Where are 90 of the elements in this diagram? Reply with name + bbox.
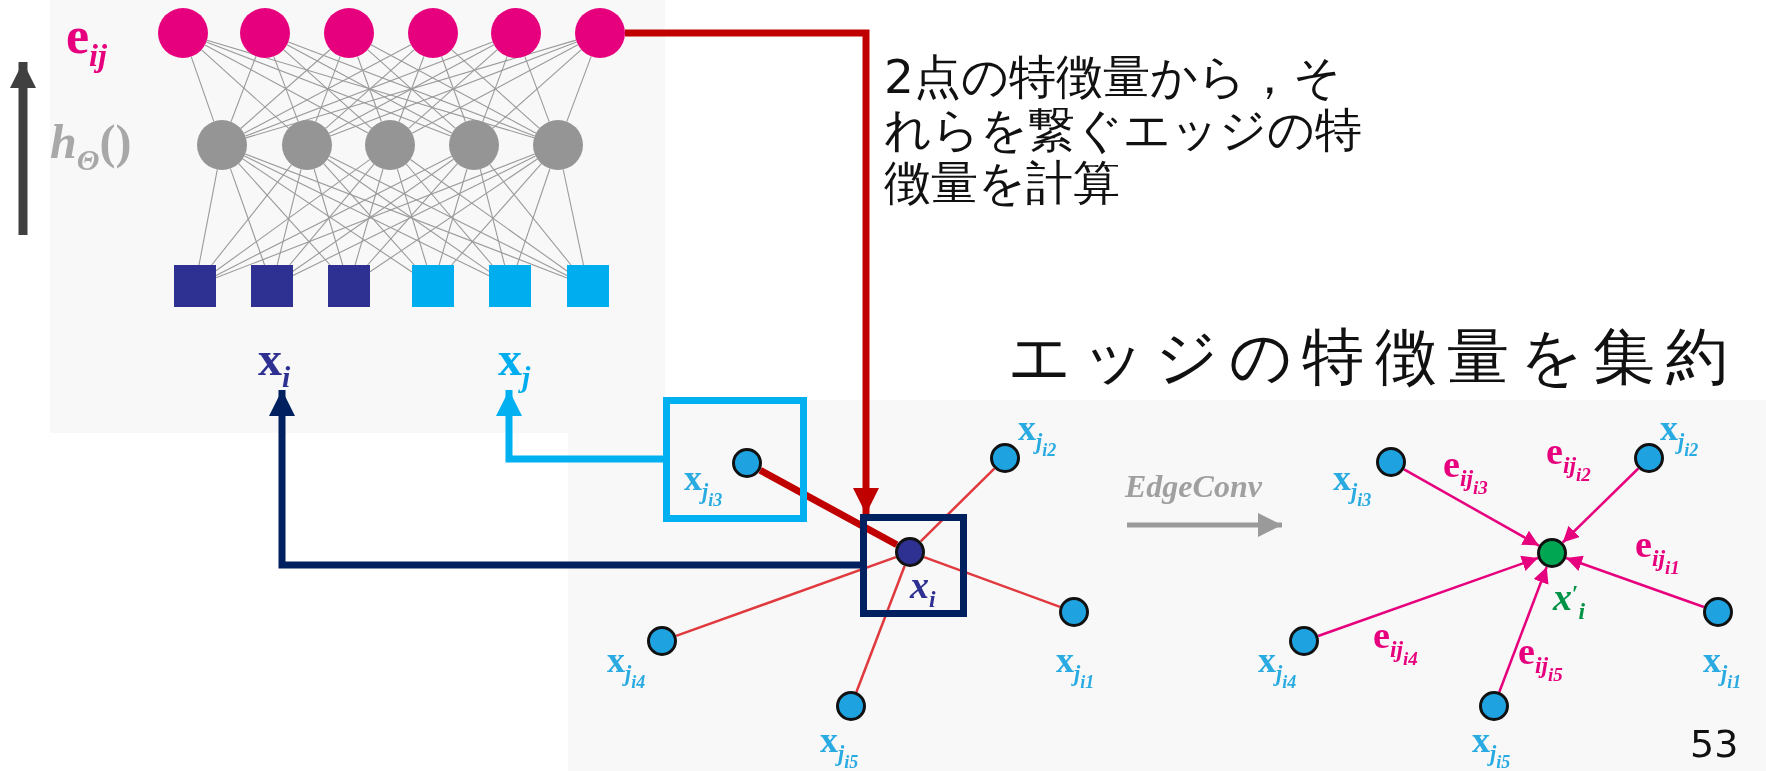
input-square bbox=[328, 265, 370, 307]
input-square bbox=[567, 265, 609, 307]
network-link bbox=[215, 153, 536, 279]
network-link bbox=[238, 163, 331, 266]
point-label: x$_{i}$ bbox=[910, 566, 936, 612]
arrow bbox=[1498, 566, 1549, 693]
network-link bbox=[357, 55, 382, 123]
graph-edge bbox=[758, 467, 899, 548]
network-link bbox=[405, 163, 493, 266]
arrow bbox=[496, 390, 663, 463]
network-link bbox=[287, 41, 536, 137]
network-link bbox=[438, 168, 468, 266]
network-link bbox=[408, 49, 498, 129]
input-square bbox=[251, 265, 293, 307]
network-link bbox=[398, 55, 425, 123]
network-link bbox=[211, 164, 293, 266]
input-square bbox=[174, 265, 216, 307]
network-link bbox=[289, 163, 375, 266]
graph-edge bbox=[919, 467, 996, 543]
network-link bbox=[206, 39, 535, 139]
network-link bbox=[244, 153, 568, 279]
network-link bbox=[292, 158, 455, 272]
network-link bbox=[292, 155, 537, 277]
network-link bbox=[562, 168, 585, 266]
highlight-box bbox=[860, 514, 967, 617]
network-link bbox=[229, 168, 266, 266]
vector-label: x$_{i}$ bbox=[258, 335, 291, 392]
network-link bbox=[245, 39, 577, 139]
network-link bbox=[524, 55, 550, 123]
network-link bbox=[204, 44, 369, 134]
network-link bbox=[313, 168, 344, 266]
network-link bbox=[230, 55, 257, 123]
input-square bbox=[412, 265, 454, 307]
highlight-box bbox=[663, 397, 807, 522]
network-link bbox=[242, 158, 413, 273]
network-link bbox=[286, 44, 453, 134]
network-link bbox=[328, 44, 495, 134]
graph-edge bbox=[855, 565, 906, 693]
network-link bbox=[409, 158, 568, 272]
network-link bbox=[369, 158, 538, 273]
network-link bbox=[451, 163, 542, 266]
page-number: 53 bbox=[1690, 722, 1739, 766]
arrow bbox=[1565, 555, 1705, 609]
network-link bbox=[215, 159, 371, 272]
network-link bbox=[198, 169, 218, 266]
network-link bbox=[244, 41, 494, 137]
network-link bbox=[492, 49, 582, 129]
graph-edge bbox=[675, 555, 897, 638]
network-link bbox=[283, 49, 372, 129]
network-link bbox=[329, 41, 578, 137]
network-link bbox=[276, 168, 302, 266]
network-link bbox=[243, 155, 490, 277]
network-link bbox=[205, 41, 452, 137]
network-link bbox=[479, 168, 506, 266]
network-link bbox=[325, 49, 415, 129]
description-text: 2点の特徴量から，それらを繋ぐエッジの特徴量を計算 bbox=[884, 50, 1363, 210]
network-link bbox=[190, 56, 215, 122]
network-link bbox=[566, 55, 592, 123]
vector-label: x$_{j}$ bbox=[498, 335, 531, 392]
network-link bbox=[328, 155, 568, 277]
input-square bbox=[489, 265, 531, 307]
network-link bbox=[201, 49, 289, 129]
network-link bbox=[240, 48, 331, 130]
arrow bbox=[1317, 555, 1539, 638]
network-link bbox=[451, 49, 540, 129]
network-link bbox=[243, 44, 412, 134]
math-label: e$_{ij}$ bbox=[66, 10, 107, 72]
network-link bbox=[482, 55, 508, 123]
arrow bbox=[625, 29, 879, 514]
heading-text: エッジの特徴量を集約 bbox=[1008, 322, 1739, 393]
arrow bbox=[1403, 468, 1540, 547]
network-link bbox=[273, 55, 299, 123]
function-label: h$_{Θ}$() bbox=[50, 118, 132, 175]
arrow bbox=[1561, 467, 1640, 544]
network-link bbox=[370, 44, 537, 134]
network-link bbox=[315, 55, 341, 123]
network-link bbox=[326, 158, 490, 272]
network-link bbox=[323, 163, 415, 266]
network-link bbox=[489, 163, 572, 266]
network-link bbox=[367, 49, 456, 129]
network-link bbox=[396, 168, 428, 266]
network-link bbox=[354, 168, 384, 266]
network-link bbox=[516, 168, 551, 266]
graph-edge bbox=[923, 556, 1061, 608]
arrow bbox=[269, 390, 860, 569]
operation-label: EdgeConv bbox=[1125, 470, 1262, 502]
network-link bbox=[367, 163, 458, 266]
network-link bbox=[215, 155, 453, 276]
network-link bbox=[441, 55, 466, 123]
network-link bbox=[411, 44, 579, 134]
